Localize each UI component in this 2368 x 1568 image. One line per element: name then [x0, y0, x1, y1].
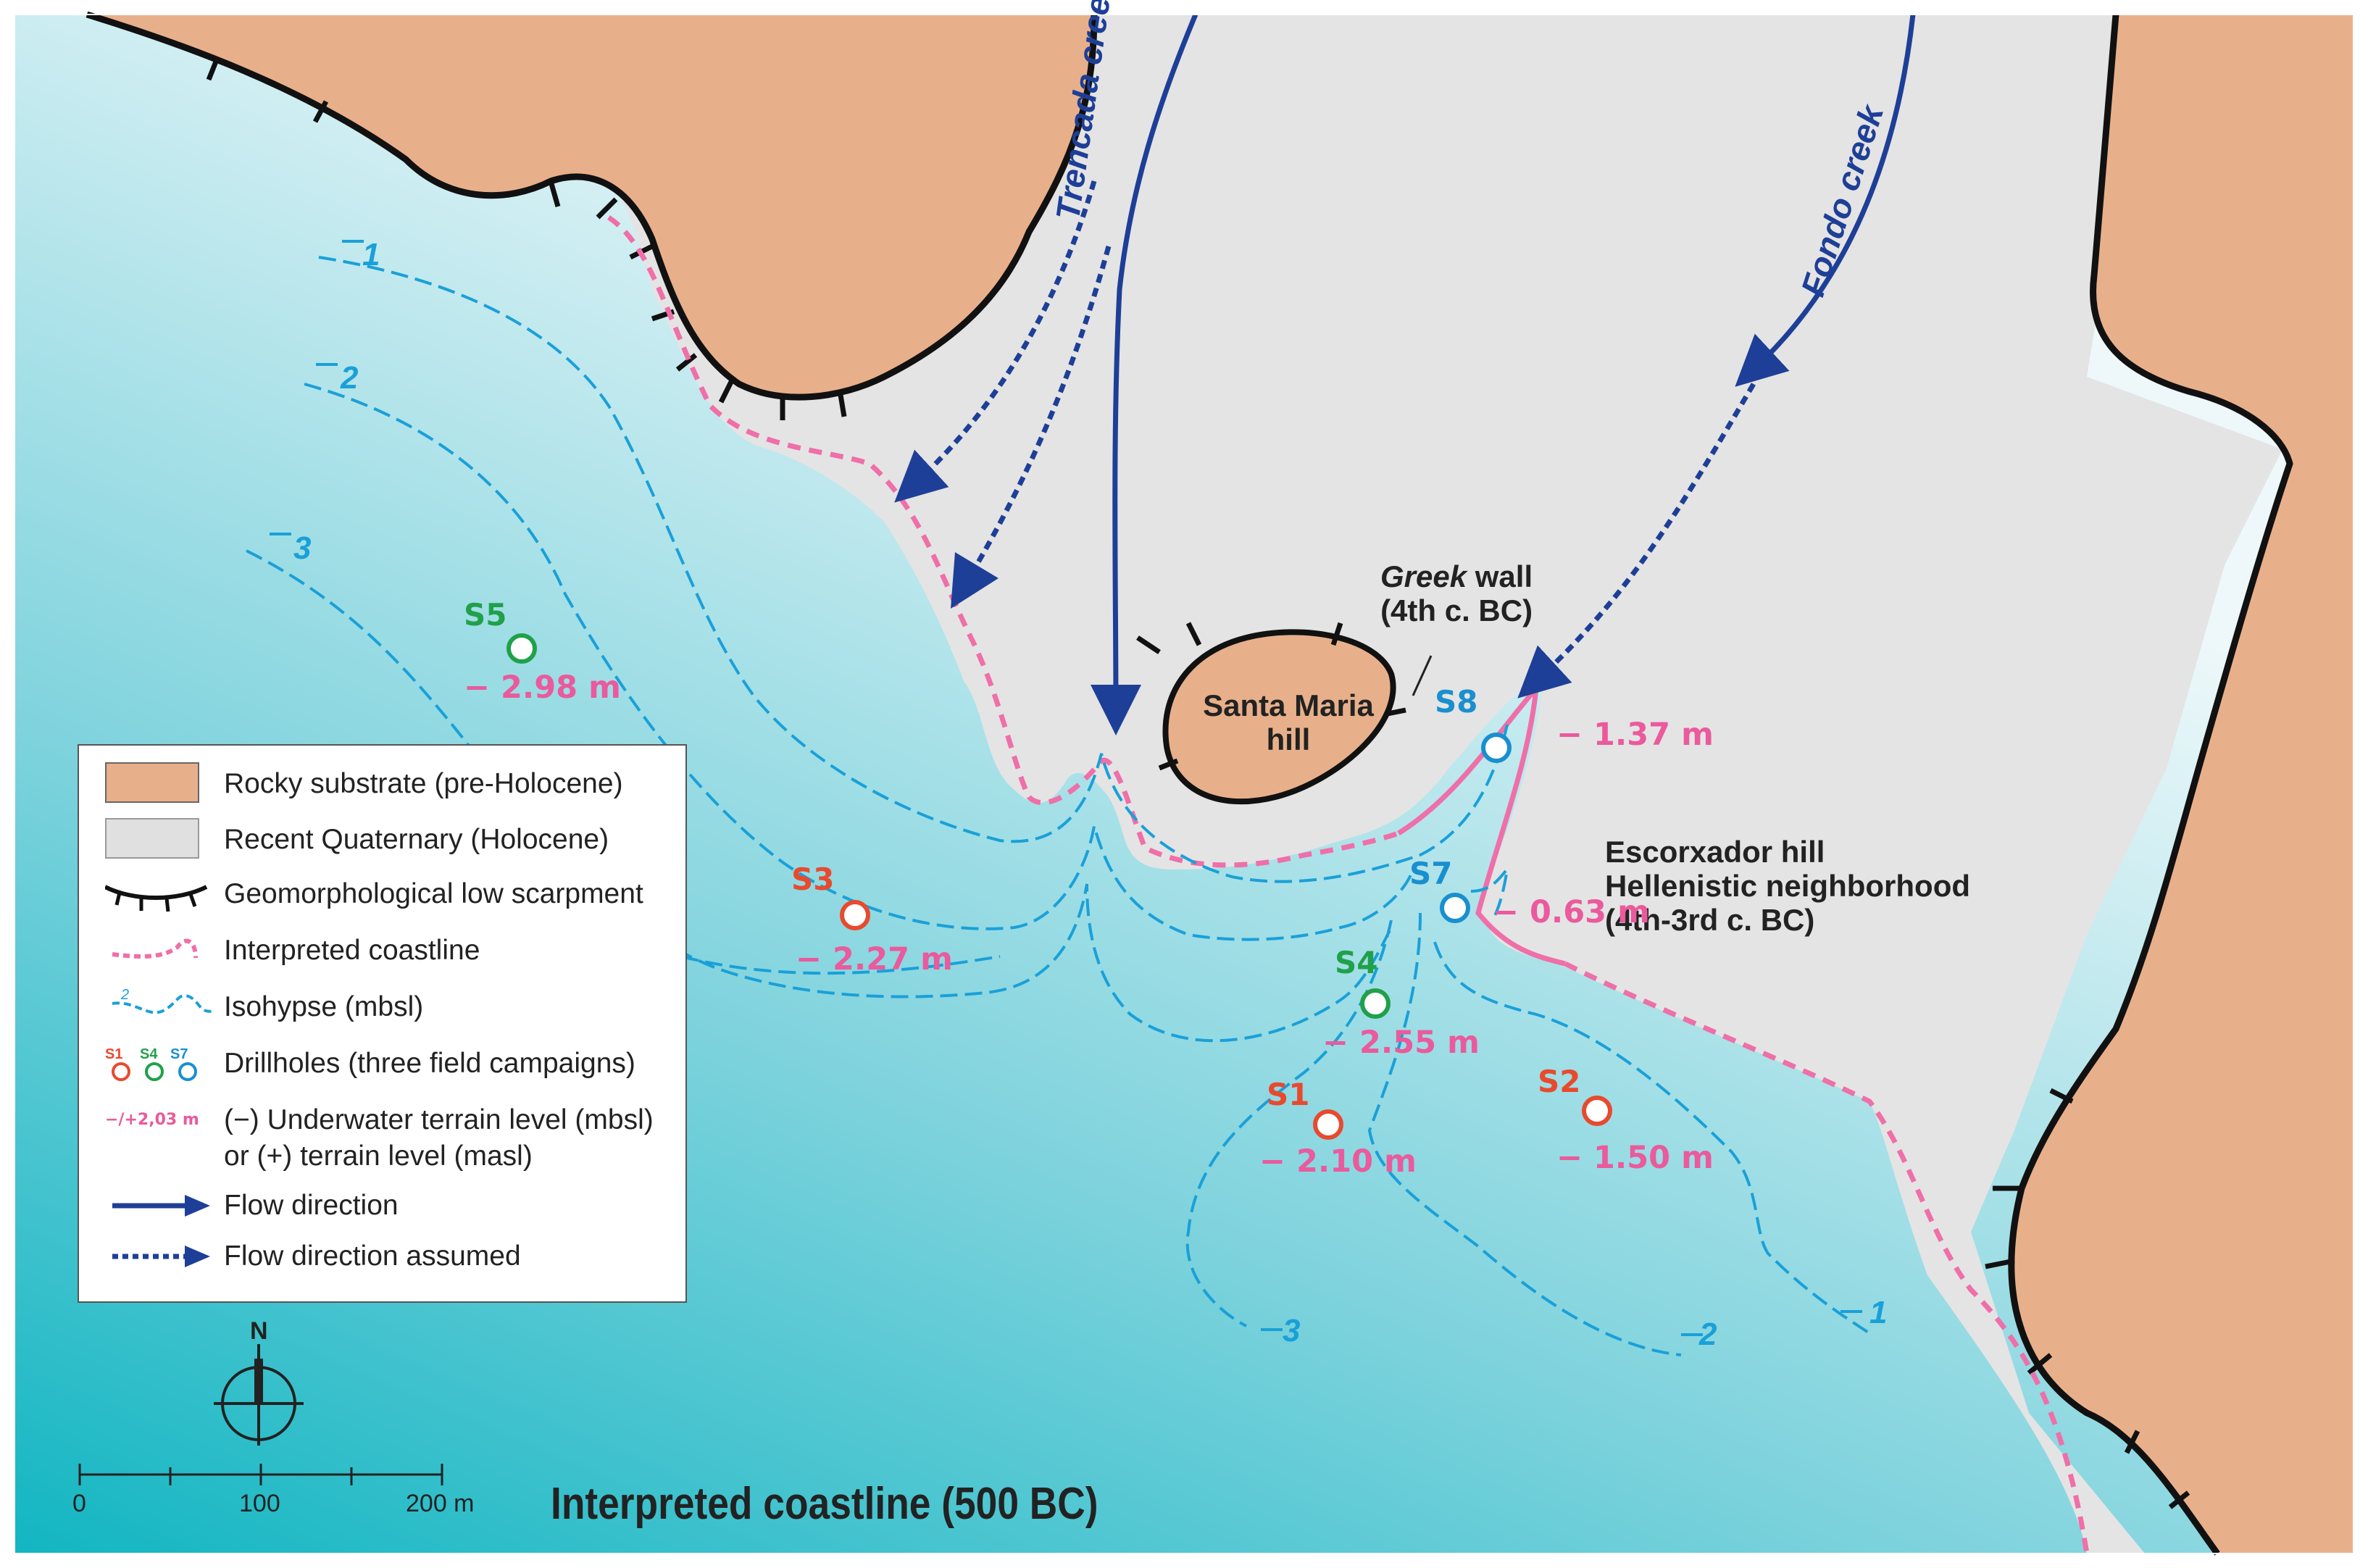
scale-and-north: N 0 100 200 m	[58, 1304, 536, 1543]
legend-drillholes-symbol: S1 S4 S7	[105, 1046, 197, 1081]
isohypse-label-3-west: 3	[293, 530, 312, 566]
drillhole-s1-level: − 2.10 m	[1259, 1143, 1417, 1180]
isohypse-label-3-south: 3	[1283, 1313, 1301, 1348]
santa-maria-hill-text: Santa Maria hill	[1203, 688, 1374, 757]
map-title: Interpreted coastline (500 BC)	[551, 1479, 1098, 1529]
legend-isohypse-symbol: 2	[112, 987, 214, 1014]
drillhole-s8-level: − 1.37 m	[1556, 717, 1714, 753]
legend-level-label-1: (−) Underwater terrain level (mbsl)	[224, 1104, 654, 1135]
drillhole-s4-level: − 2.55 m	[1322, 1025, 1480, 1061]
legend-quaternary-swatch	[105, 818, 199, 859]
drillhole-s2-marker	[1582, 1096, 1612, 1126]
isohypse-label-2-west: 2	[341, 360, 359, 396]
santa-maria-hill-label: Santa Maria hill	[1194, 688, 1383, 756]
greek-wall-coastline	[1397, 680, 1566, 967]
drillhole-s3-id: S3	[791, 862, 835, 897]
legend-drill-sample-1: S1	[105, 1046, 122, 1062]
legend-drill-sample-3: S7	[170, 1046, 188, 1062]
legend-flow-assumed-label: Flow direction assumed	[224, 1240, 521, 1272]
isohypse-marks	[270, 240, 1862, 1336]
legend-isohypse-label: Isohypse (mbsl)	[224, 991, 424, 1022]
drillhole-s1-id: S1	[1267, 1077, 1310, 1112]
legend-quaternary-label: Recent Quaternary (Holocene)	[224, 824, 609, 855]
legend-row-level: −/+2,03 m (−) Underwater terrain level (…	[79, 1095, 685, 1196]
legend-isohypse-sample: 2	[120, 987, 129, 1003]
legend-level-label-2: or (+) terrain level (masl)	[224, 1140, 533, 1172]
greek-wall-italic: Greek	[1380, 559, 1467, 593]
drillhole-s7-marker	[1440, 893, 1470, 923]
legend-scarp-label: Geomorphological low scarpment	[224, 878, 643, 909]
escorxador-line-3: (4th-3rd c. BC)	[1605, 903, 1815, 938]
scale-tick-0: 0	[72, 1490, 86, 1517]
escorxador-line-2: Hellenistic neighborhood	[1605, 869, 1971, 904]
scale-bar	[78, 1464, 443, 1485]
drillhole-s1-marker	[1313, 1109, 1343, 1140]
greek-wall-pointer	[1412, 655, 1433, 696]
quaternary-land	[609, 14, 2282, 1554]
santa-maria-hill	[1162, 629, 1396, 805]
legend-scarp-symbol	[105, 885, 208, 912]
legend-drillholes-label: Drillholes (three field campaigns)	[224, 1048, 635, 1079]
legend: Rocky substrate (pre-Holocene) Recent Qu…	[78, 744, 687, 1303]
assumed-flow-arrows	[894, 180, 1756, 698]
legend-row-flow-assumed: Flow direction assumed	[79, 1231, 685, 1282]
legend-coastline-label: Interpreted coastline	[224, 935, 480, 966]
legend-row-rock: Rocky substrate (pre-Holocene)	[79, 756, 685, 807]
drillhole-s3-level: − 2.27 m	[796, 941, 953, 977]
greek-wall-date: (4th c. BC)	[1380, 593, 1533, 628]
legend-row-flow: Flow direction	[79, 1180, 685, 1231]
isohypse-lines	[246, 256, 1871, 1356]
scale-tick-200: 200 m	[406, 1490, 475, 1517]
legend-coastline-symbol	[112, 938, 198, 959]
drillhole-s2-id: S2	[1538, 1064, 1581, 1099]
legend-row-drillholes: S1 S4 S7 Drillholes (three field campaig…	[79, 1038, 685, 1089]
drillhole-s8-id: S8	[1435, 684, 1478, 720]
legend-flow-symbol	[112, 1195, 210, 1217]
drillhole-s3-marker	[840, 900, 870, 930]
legend-row-isohypse: 2 Isohypse (mbsl)	[79, 982, 685, 1033]
legend-row-quaternary: Recent Quaternary (Holocene)	[79, 812, 685, 863]
drillhole-s5-id: S5	[464, 597, 507, 633]
drillhole-s5-marker	[506, 633, 537, 664]
isohypse-label-1-south: 1	[1869, 1295, 1888, 1330]
legend-rock-swatch	[105, 762, 199, 803]
greek-wall-label: Greek wall (4th c. BC)	[1380, 559, 1533, 627]
drillhole-s7-level: − 0.63 m	[1493, 894, 1650, 930]
drillhole-s7-id: S7	[1409, 856, 1453, 891]
drillhole-s2-level: − 1.50 m	[1556, 1140, 1714, 1176]
isohypse-label-1-west: 1	[362, 237, 380, 272]
legend-flow-assumed-symbol	[112, 1246, 210, 1267]
drillhole-s5-level: − 2.98 m	[464, 670, 621, 706]
scale-tick-100: 100	[239, 1490, 280, 1517]
legend-row-coastline: Interpreted coastline	[79, 925, 685, 976]
scarp-lines	[86, 11, 2293, 1556]
north-label: N	[250, 1317, 268, 1345]
legend-drill-sample-2: S4	[140, 1046, 158, 1062]
isohypse-label-2-south: 2	[1699, 1317, 1717, 1352]
legend-level-sample: −/+2,03 m	[105, 1111, 199, 1129]
rock-northwest	[87, 14, 1094, 398]
drillhole-s4-marker	[1360, 988, 1391, 1019]
legend-row-scarp: Geomorphological low scarpment	[79, 869, 685, 919]
map-frame	[14, 14, 2354, 1554]
escorxador-line-1: Escorxador hill	[1605, 835, 1825, 869]
drillhole-s4-id: S4	[1335, 945, 1378, 980]
legend-flow-label: Flow direction	[224, 1190, 399, 1221]
legend-rock-label: Rocky substrate (pre-Holocene)	[224, 768, 623, 799]
rock-east	[2011, 14, 2354, 1554]
escorxador-label: Escorxador hill Hellenistic neighborhood…	[1605, 835, 1970, 937]
drillhole-s8-marker	[1481, 733, 1512, 763]
north-arrow-icon	[214, 1344, 304, 1446]
drillhole-markers	[506, 633, 1612, 1140]
interpreted-coastline	[607, 215, 2090, 1554]
flow-arrows	[1090, 13, 1916, 735]
greek-wall-text: wall	[1467, 559, 1533, 593]
